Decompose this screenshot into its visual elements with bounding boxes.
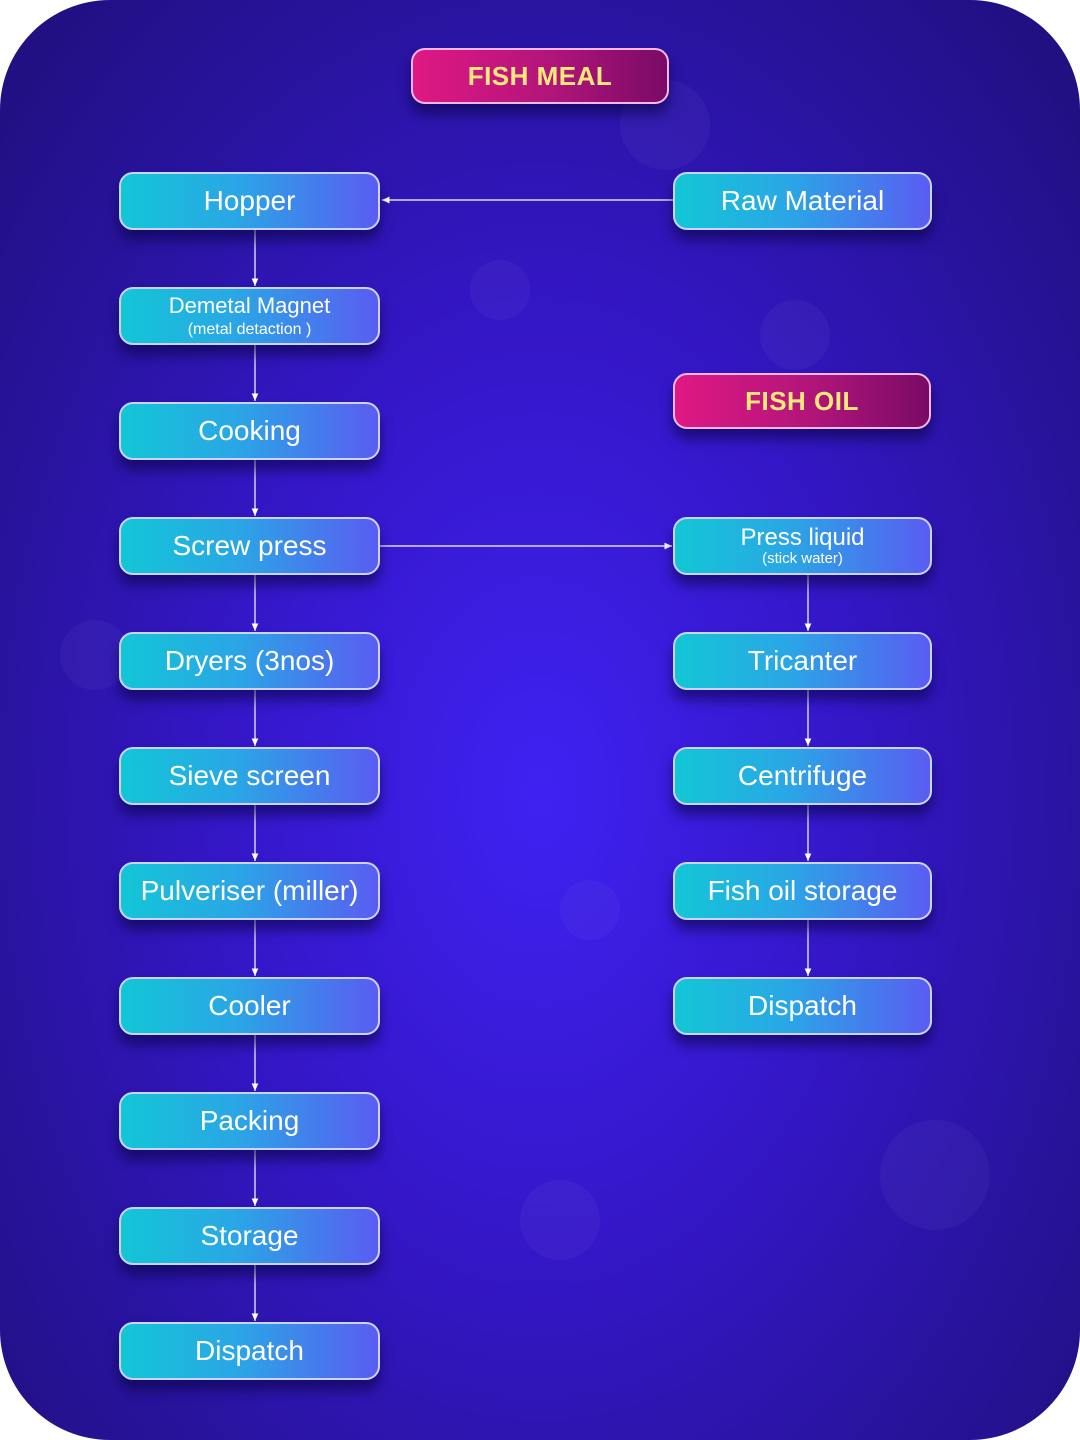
node-label: Raw Material xyxy=(720,184,885,216)
node-label: Dispatch xyxy=(195,1334,304,1366)
node-tricanter: Tricanter xyxy=(673,632,932,690)
node-sublabel: (metal detaction ) xyxy=(187,320,312,338)
node-dryers: Dryers (3nos) xyxy=(119,632,380,690)
node-screw-press: Screw press xyxy=(119,517,380,575)
node-sieve-screen: Sieve screen xyxy=(119,747,380,805)
node-label: Fish oil storage xyxy=(707,874,898,906)
node-meal-dispatch: Dispatch xyxy=(119,1322,380,1380)
node-label: Centrifuge xyxy=(737,759,868,791)
node-sublabel: (stick water) xyxy=(762,549,843,567)
node-storage: Storage xyxy=(119,1207,380,1265)
node-label: Cooler xyxy=(208,989,291,1021)
node-raw-material: Raw Material xyxy=(673,172,932,230)
node-label: Press liquid xyxy=(740,523,865,551)
node-label: Dispatch xyxy=(748,989,857,1021)
node-label: Packing xyxy=(199,1104,300,1136)
node-packing: Packing xyxy=(119,1092,380,1150)
node-pulveriser: Pulveriser (miller) xyxy=(119,862,380,920)
node-label: Cooking xyxy=(198,414,301,446)
node-cooking: Cooking xyxy=(119,402,380,460)
node-label: Dryers (3nos) xyxy=(164,644,335,676)
node-label: Tricanter xyxy=(747,644,858,676)
node-label: Hopper xyxy=(203,184,296,216)
node-oil-dispatch: Dispatch xyxy=(673,977,932,1035)
node-label: Pulveriser (miller) xyxy=(140,874,359,906)
node-fish-oil-storage: Fish oil storage xyxy=(673,862,932,920)
node-label: Screw press xyxy=(172,529,327,561)
node-hopper: Hopper xyxy=(119,172,380,230)
node-demetal-magnet: Demetal Magnet (metal detaction ) xyxy=(119,287,380,345)
fish-meal-title: FISH MEAL xyxy=(411,48,669,104)
node-press-liquid: Press liquid (stick water) xyxy=(673,517,932,575)
node-cooler: Cooler xyxy=(119,977,380,1035)
node-label: Storage xyxy=(200,1219,299,1251)
node-label: Demetal Magnet xyxy=(168,292,331,318)
node-centrifuge: Centrifuge xyxy=(673,747,932,805)
node-label: Sieve screen xyxy=(168,759,331,791)
fish-oil-title: FISH OIL xyxy=(673,373,931,429)
